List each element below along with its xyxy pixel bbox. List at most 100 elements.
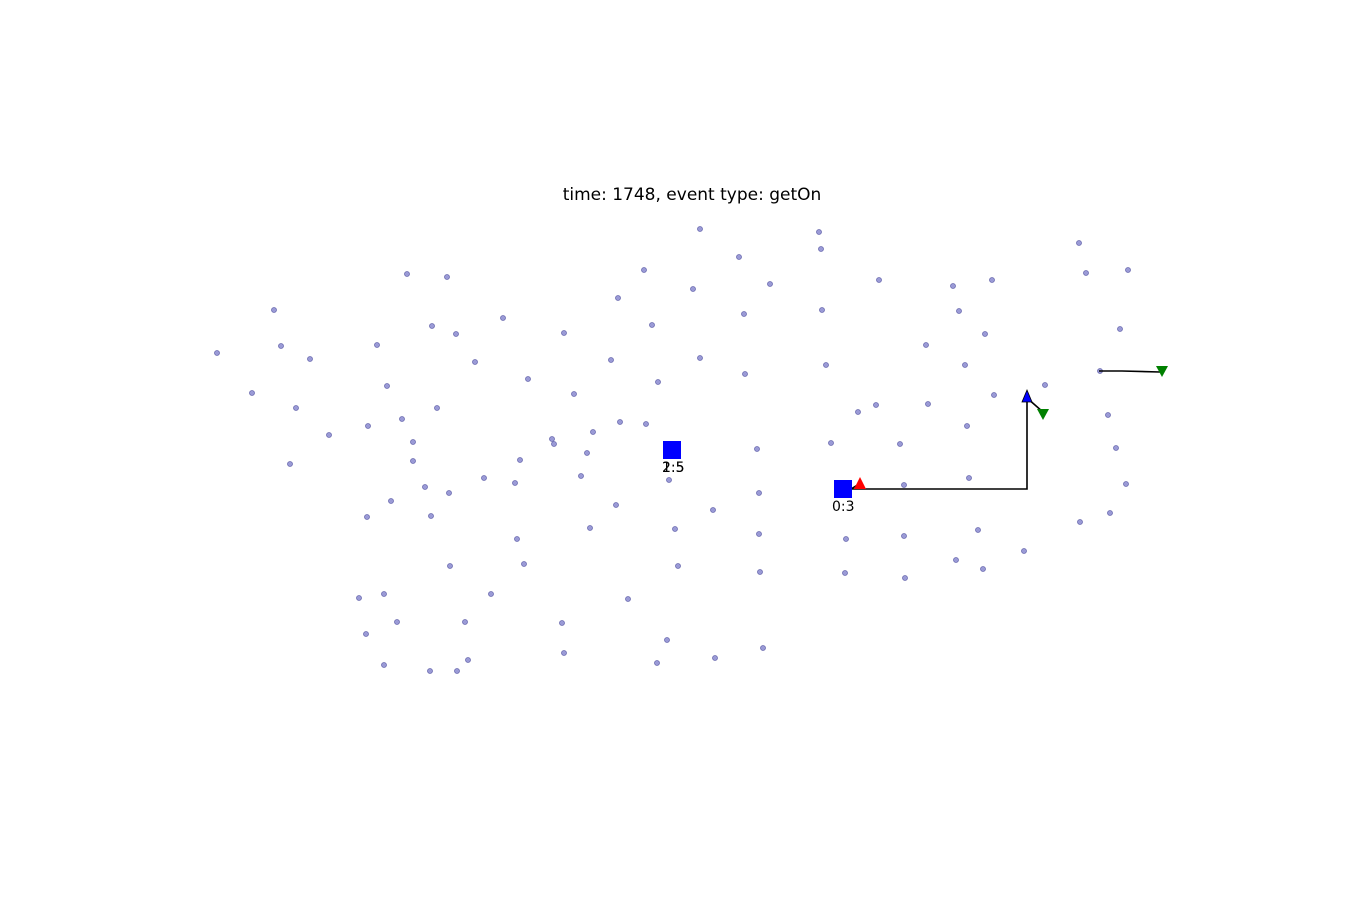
network-node bbox=[293, 405, 299, 411]
network-node bbox=[381, 591, 387, 597]
network-node bbox=[587, 525, 593, 531]
network-node bbox=[897, 441, 903, 447]
network-node bbox=[551, 441, 557, 447]
network-node bbox=[472, 359, 478, 365]
network-node bbox=[584, 450, 590, 456]
network-node bbox=[736, 254, 742, 260]
network-node bbox=[561, 330, 567, 336]
network-node bbox=[975, 527, 981, 533]
network-node bbox=[384, 383, 390, 389]
network-node bbox=[617, 419, 623, 425]
network-node bbox=[902, 575, 908, 581]
pickup-triangle-icon bbox=[854, 477, 866, 489]
network-node bbox=[625, 596, 631, 602]
network-node bbox=[664, 637, 670, 643]
network-node bbox=[287, 461, 293, 467]
dropoff-triangle-icon bbox=[1037, 409, 1049, 420]
network-node bbox=[446, 490, 452, 496]
network-node bbox=[816, 229, 822, 235]
network-node bbox=[923, 342, 929, 348]
network-node bbox=[710, 507, 716, 513]
network-node bbox=[512, 480, 518, 486]
network-node bbox=[1117, 326, 1123, 332]
network-node bbox=[876, 277, 882, 283]
network-node bbox=[823, 362, 829, 368]
network-node bbox=[428, 513, 434, 519]
network-node bbox=[1042, 382, 1048, 388]
network-nodes bbox=[214, 226, 1131, 674]
vehicle-label: 1:5 bbox=[662, 460, 685, 476]
network-node bbox=[828, 440, 834, 446]
network-node bbox=[434, 405, 440, 411]
network-node bbox=[643, 421, 649, 427]
network-node bbox=[394, 619, 400, 625]
network-node bbox=[561, 650, 567, 656]
network-node bbox=[615, 295, 621, 301]
network-node bbox=[1123, 481, 1129, 487]
diagram-title: time: 1748, event type: getOn bbox=[563, 185, 822, 205]
network-node bbox=[649, 322, 655, 328]
network-node bbox=[410, 439, 416, 445]
network-node bbox=[214, 350, 220, 356]
network-node bbox=[365, 423, 371, 429]
network-node bbox=[901, 533, 907, 539]
network-node bbox=[404, 271, 410, 277]
network-node bbox=[697, 355, 703, 361]
network-node bbox=[741, 311, 747, 317]
network-node bbox=[410, 458, 416, 464]
network-node bbox=[549, 436, 555, 442]
network-node bbox=[756, 531, 762, 537]
network-node bbox=[901, 482, 907, 488]
network-node bbox=[500, 315, 506, 321]
network-node bbox=[655, 379, 661, 385]
network-node bbox=[950, 283, 956, 289]
network-node bbox=[356, 595, 362, 601]
network-node bbox=[980, 566, 986, 572]
network-node bbox=[956, 308, 962, 314]
network-node bbox=[1077, 519, 1083, 525]
network-node bbox=[1105, 412, 1111, 418]
network-node bbox=[608, 357, 614, 363]
network-node bbox=[767, 281, 773, 287]
network-node bbox=[571, 391, 577, 397]
network-node bbox=[249, 390, 255, 396]
network-node bbox=[590, 429, 596, 435]
network-node bbox=[278, 343, 284, 349]
network-node bbox=[654, 660, 660, 666]
network-node bbox=[363, 631, 369, 637]
network-node bbox=[399, 416, 405, 422]
network-node bbox=[525, 376, 531, 382]
network-node bbox=[742, 371, 748, 377]
network-node bbox=[447, 563, 453, 569]
network-node bbox=[989, 277, 995, 283]
network-node bbox=[453, 331, 459, 337]
network-node bbox=[964, 423, 970, 429]
network-node bbox=[578, 473, 584, 479]
network-node bbox=[326, 432, 332, 438]
network-node bbox=[690, 286, 696, 292]
network-node bbox=[962, 362, 968, 368]
network-node bbox=[422, 484, 428, 490]
network-node bbox=[388, 498, 394, 504]
network-node bbox=[666, 477, 672, 483]
network-node bbox=[374, 342, 380, 348]
network-node bbox=[757, 569, 763, 575]
network-node bbox=[818, 246, 824, 252]
network-node bbox=[1113, 445, 1119, 451]
vehicle-marker bbox=[834, 480, 852, 498]
network-node bbox=[462, 619, 468, 625]
vehicle-marker bbox=[663, 441, 681, 459]
network-node bbox=[697, 226, 703, 232]
network-node bbox=[991, 392, 997, 398]
network-node bbox=[712, 655, 718, 661]
network-node bbox=[675, 563, 681, 569]
network-node bbox=[1083, 270, 1089, 276]
network-node bbox=[517, 457, 523, 463]
network-node bbox=[760, 645, 766, 651]
network-node bbox=[429, 323, 435, 329]
network-node bbox=[756, 490, 762, 496]
network-node bbox=[953, 557, 959, 563]
network-node bbox=[1107, 510, 1113, 516]
network-node bbox=[271, 307, 277, 313]
vehicle-route-right bbox=[1099, 370, 1161, 373]
